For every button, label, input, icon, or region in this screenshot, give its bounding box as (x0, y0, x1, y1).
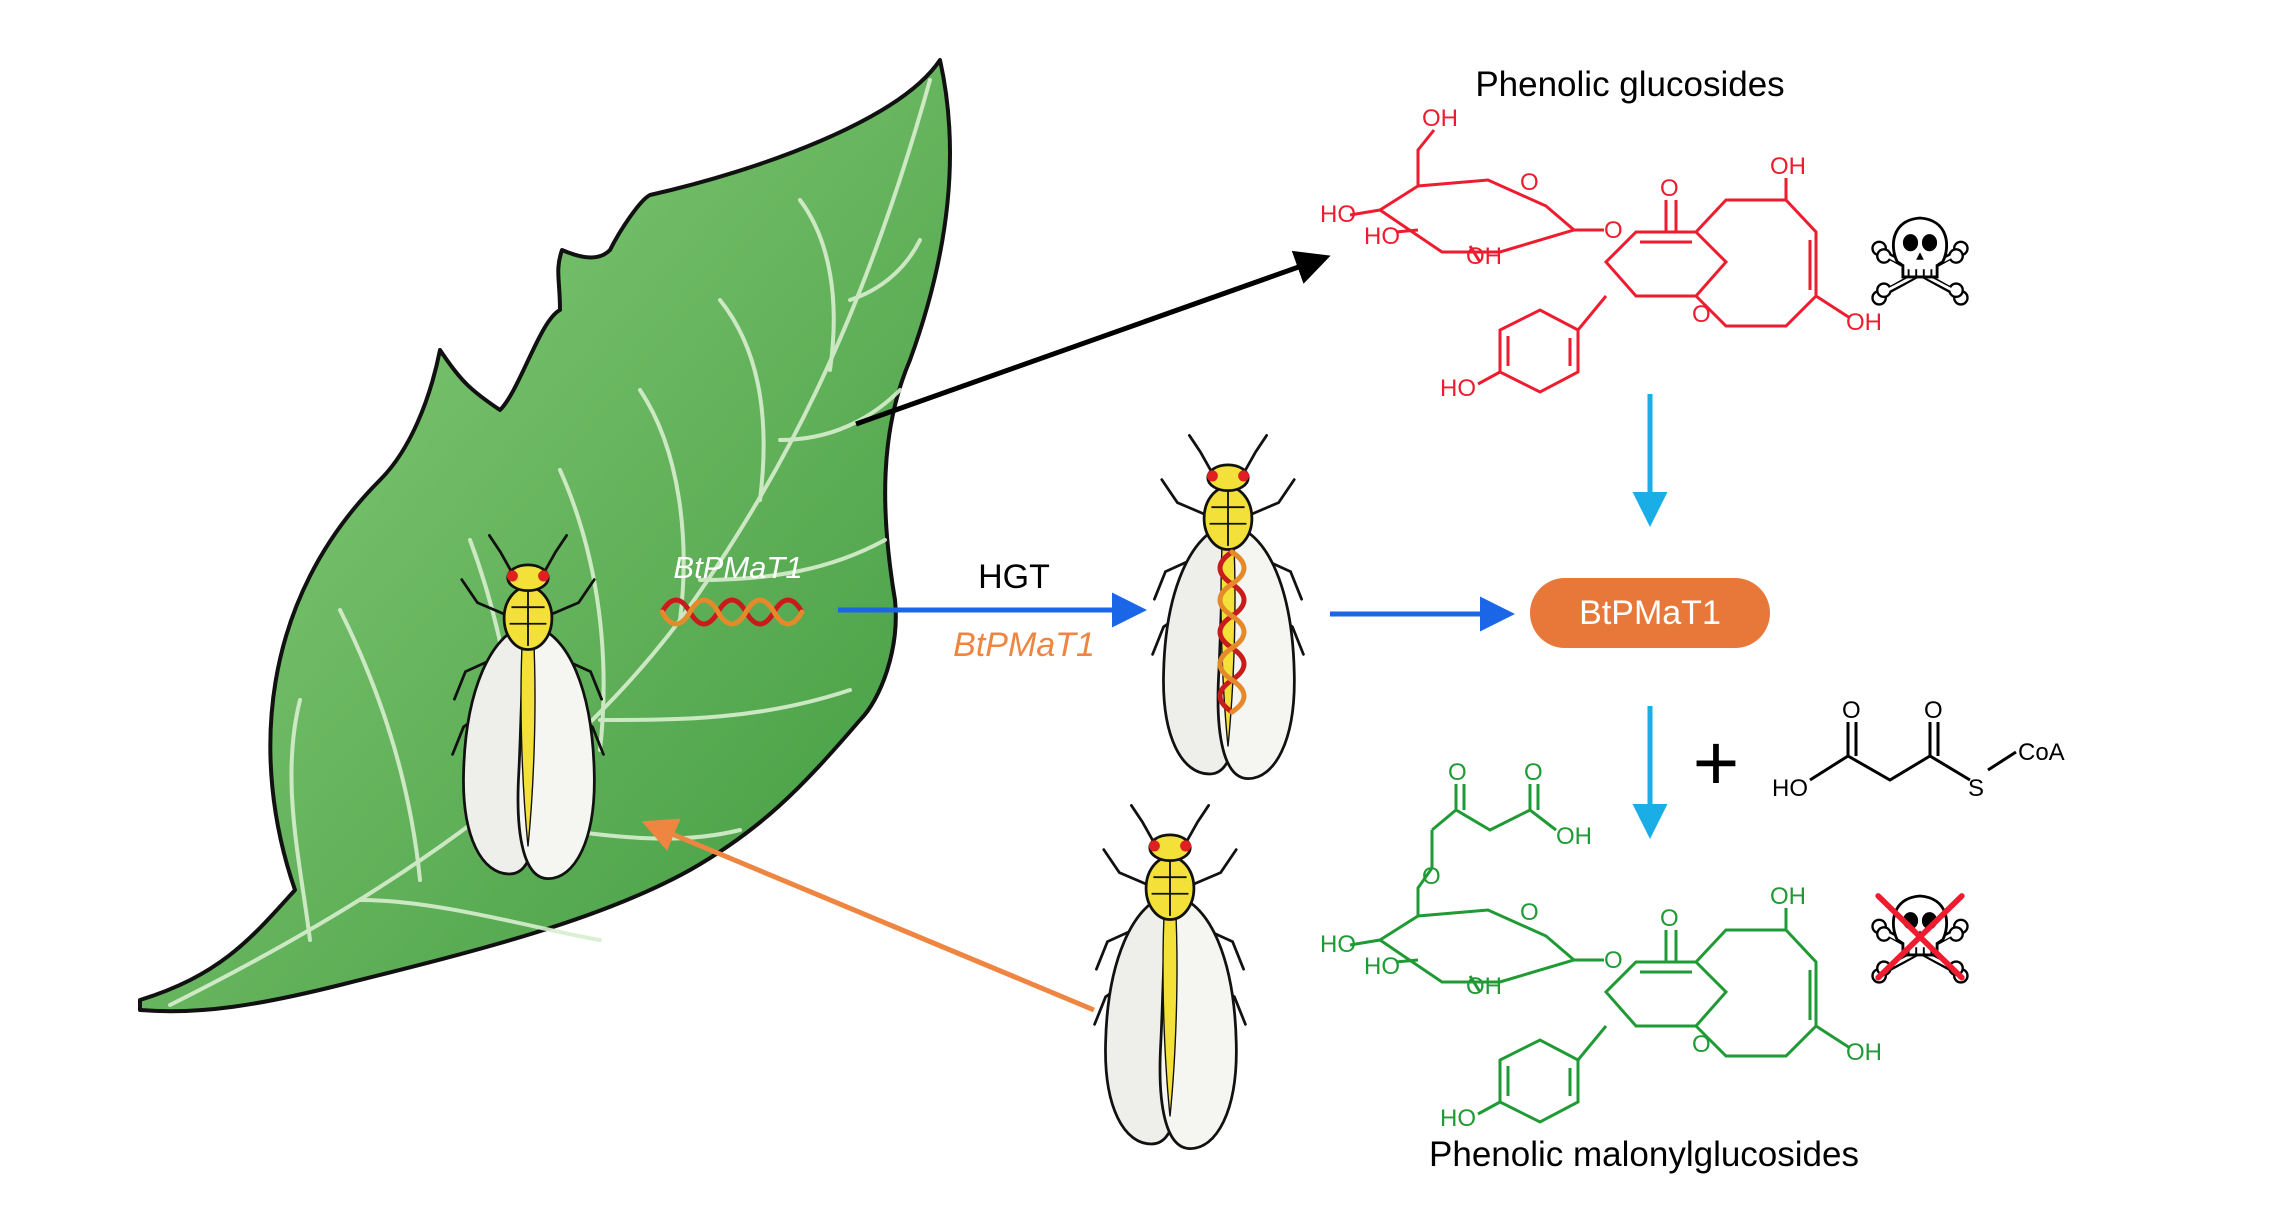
whitefly-bottom (1093, 804, 1247, 1150)
skull-crossbones-icon (1873, 218, 1968, 304)
gene-label-on-arrow: BtPMaT1 (953, 626, 1095, 664)
hgt-label: HGT (978, 558, 1050, 596)
svg-text:HO: HO (1772, 775, 1808, 802)
svg-text:O: O (1520, 169, 1539, 196)
svg-text:O: O (1842, 697, 1861, 724)
svg-text:OH: OH (1466, 973, 1502, 1000)
svg-text:O: O (1520, 899, 1539, 926)
svg-text:OH: OH (1770, 883, 1806, 910)
svg-text:O: O (1660, 175, 1679, 202)
svg-text:HO: HO (1364, 953, 1400, 980)
phenolic-malonylglucoside-atoms: O O OH O O HO HO OH O O OH O OH HO (1320, 759, 1882, 1132)
svg-text:O: O (1422, 863, 1441, 890)
svg-text:OH: OH (1556, 823, 1592, 850)
svg-text:O: O (1692, 301, 1711, 328)
svg-text:O: O (1604, 947, 1623, 974)
svg-text:HO: HO (1320, 931, 1356, 958)
enzyme-label: BtPMaT1 (1579, 594, 1721, 632)
svg-text:HO: HO (1320, 201, 1356, 228)
phenolic-glucoside-structure (1349, 129, 1851, 394)
plus-sign: + (1693, 718, 1740, 807)
malonyl-coa-atoms: O O HO S CoA (1772, 697, 2065, 802)
svg-text:O: O (1524, 759, 1543, 786)
leaf (138, 58, 952, 1014)
svg-text:O: O (1692, 1031, 1711, 1058)
phenolic-glucoside-atoms: OH O HO HO OH O O OH O OH HO (1320, 105, 1882, 402)
dna-helix-on-leaf (659, 597, 805, 627)
arrow-leaf-to-glucosides (855, 250, 1331, 427)
svg-text:O: O (1604, 217, 1623, 244)
phenolic-glucosides-title: Phenolic glucosides (1475, 65, 1784, 104)
svg-text:O: O (1660, 905, 1679, 932)
phenolic-malonylglucoside-structure (1349, 784, 1851, 1124)
svg-text:OH: OH (1466, 243, 1502, 270)
svg-text:CoA: CoA (2018, 739, 2065, 766)
svg-text:HO: HO (1440, 375, 1476, 402)
svg-text:OH: OH (1846, 309, 1882, 336)
malonyl-coa-structure (1809, 722, 2017, 782)
whitefly-with-gene (1151, 434, 1305, 780)
return-arrow (641, 818, 1095, 1013)
svg-text:HO: HO (1364, 223, 1400, 250)
svg-text:HO: HO (1440, 1105, 1476, 1132)
enzyme-badge: BtPMaT1 (1530, 578, 1770, 648)
crossed-out-skull-icon (1873, 896, 1968, 982)
svg-text:OH: OH (1422, 105, 1458, 132)
svg-text:S: S (1968, 775, 1984, 802)
svg-text:OH: OH (1846, 1039, 1882, 1066)
svg-text:O: O (1924, 697, 1943, 724)
dna-helix-in-whitefly (1217, 549, 1247, 715)
svg-text:O: O (1448, 759, 1467, 786)
svg-text:OH: OH (1770, 153, 1806, 180)
phenolic-malonylglucosides-title: Phenolic malonylglucosides (1429, 1135, 1859, 1174)
leaf-blade (138, 58, 952, 1014)
gene-label-on-leaf: BtPMaT1 (673, 550, 802, 585)
